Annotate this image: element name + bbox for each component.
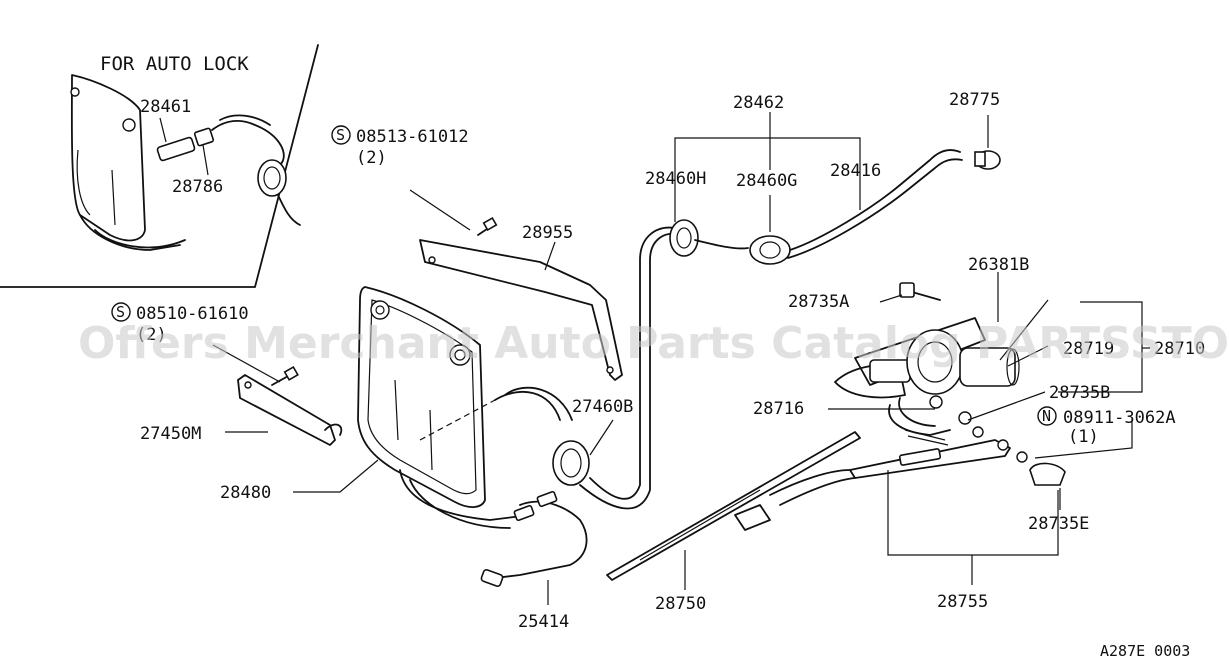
wiper-motor: 26381B 28735A 28719 28710 28716 28735B N…	[753, 255, 1205, 459]
callout-08911: 08911-3062A	[1063, 408, 1176, 428]
bracket-27450M: S 08510-61610 (2) 27450M	[111, 302, 343, 446]
callout-08513: 08513-61012	[356, 127, 469, 147]
callout-28710: 28710	[1154, 339, 1205, 359]
callout-28775: 28775	[949, 90, 1000, 110]
screw-symbol-08510: S	[116, 303, 125, 321]
watermark: Offers Merchant Auto Parts Catalog PARTS…	[78, 318, 1229, 369]
leader-28480	[293, 459, 379, 493]
callout-27460B: 27460B	[572, 397, 633, 417]
callout-08510-qty: (2)	[136, 325, 167, 345]
callout-28461: 28461	[140, 97, 191, 117]
callout-26381B: 26381B	[968, 255, 1029, 275]
pump-grommet: 27460B	[494, 386, 633, 486]
wiper-arm-blade: 28735E 28750 28755	[606, 431, 1089, 614]
inset-title: FOR AUTO LOCK	[100, 53, 249, 75]
washer-tank	[357, 286, 496, 508]
callout-28735E: 28735E	[1028, 514, 1089, 534]
callout-28786: 28786	[172, 177, 223, 197]
callout-25414: 25414	[518, 612, 569, 632]
callout-08911-qty: (1)	[1068, 427, 1099, 447]
callout-27450M: 27450M	[140, 424, 201, 444]
callout-28755: 28755	[937, 592, 988, 612]
figure-code: A287E 0003	[1100, 642, 1190, 660]
callout-28735A: 28735A	[788, 292, 849, 312]
callout-28462: 28462	[733, 93, 784, 113]
callout-28416: 28416	[830, 161, 881, 181]
callout-08510: 08510-61610	[136, 304, 249, 324]
callout-08513-qty: (2)	[356, 148, 387, 168]
bracket-28955: S 08513-61012 (2) 28955	[331, 125, 623, 381]
screw-symbol-08513: S	[336, 126, 345, 144]
callout-28735B: 28735B	[1049, 383, 1110, 403]
callout-28460H: 28460H	[645, 169, 706, 189]
nut-symbol-08911: N	[1042, 407, 1051, 425]
callout-28716: 28716	[753, 399, 804, 419]
callout-28480: 28480	[220, 483, 271, 503]
callout-28460G: 28460G	[736, 171, 797, 191]
callout-28719: 28719	[1063, 339, 1114, 359]
callout-28750: 28750	[655, 594, 706, 614]
callout-28955: 28955	[522, 223, 573, 243]
washer-hose: 28462 28460H 28460G 28416 28775	[579, 90, 1001, 510]
wire-harness: 25414	[399, 469, 588, 632]
inset-panel: FOR AUTO LOCK 28461 28786	[0, 44, 319, 288]
